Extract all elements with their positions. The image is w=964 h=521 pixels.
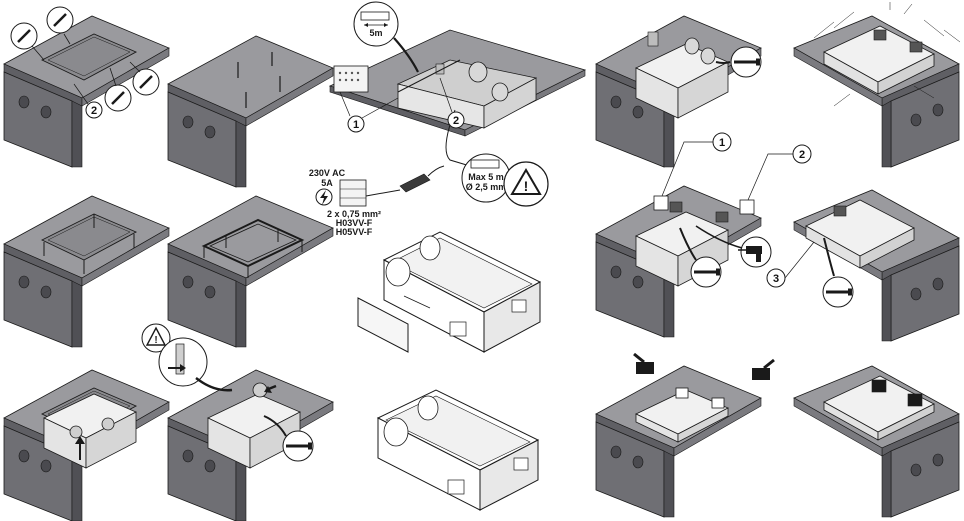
pencil-icon — [10, 22, 45, 61]
arrow-icon — [633, 352, 654, 374]
svg-text:3: 3 — [773, 273, 779, 285]
cable-spec-detail: Max 5 m Ø 2,5 mm — [461, 153, 511, 203]
svg-text:2: 2 — [453, 115, 459, 127]
front-cover — [357, 297, 409, 353]
warning-triangle-icon: ! — [141, 323, 171, 353]
svg-text:!: ! — [154, 335, 157, 346]
cable-length-detail: 5m — [353, 1, 419, 73]
panel-suspension-frame — [167, 195, 334, 348]
svg-text:2: 2 — [91, 105, 97, 117]
callout-1: 1 — [661, 132, 732, 197]
svg-text:Ø 2,5 mm: Ø 2,5 mm — [466, 182, 507, 192]
warning-triangle-icon: ! — [503, 161, 549, 207]
lightning-bolt-icon — [315, 188, 333, 206]
panel-connect-ducts: 1 2 — [595, 132, 812, 338]
panel-threaded-rods — [167, 35, 334, 188]
panel-ceiling-seal — [793, 2, 961, 168]
warning-detail: ! — [141, 323, 233, 392]
svg-text:1: 1 — [719, 137, 725, 149]
pencil-icon — [129, 61, 160, 96]
callout-2: 2 — [439, 77, 465, 129]
svg-text:2: 2 — [799, 149, 805, 161]
drill-icon — [695, 225, 772, 268]
panel-fix-unit — [167, 369, 334, 521]
panel-wiring-overview: 5m 1 2 Max 5 m Ø 2,5 mm ! — [309, 1, 587, 237]
svg-text:Max 5 m: Max 5 m — [468, 172, 504, 182]
svg-text:1: 1 — [353, 119, 359, 131]
screw-detail — [263, 415, 314, 462]
svg-text:230V AC: 230V AC — [309, 168, 346, 178]
pencil-icon — [46, 6, 74, 45]
panel-open-housing — [357, 231, 542, 353]
panel-final-installation — [793, 365, 960, 518]
svg-text:2 x 0,75 mm²: 2 x 0,75 mm² — [327, 209, 381, 219]
power-supply-detail: 230V AC 5A 2 x 0,75 mm² H03VV-F H05VV-F — [309, 165, 445, 237]
panel-insert-grilles — [595, 352, 775, 518]
svg-text:!: ! — [524, 178, 529, 194]
svg-text:H03VV-F: H03VV-F — [336, 218, 373, 228]
screw-detail — [822, 237, 854, 308]
arrow-icon — [752, 358, 775, 380]
svg-text:5A: 5A — [321, 178, 333, 188]
callout-1: 1 — [339, 91, 399, 133]
panel-mark-cutout: 2 — [3, 6, 170, 168]
panel-lift-unit — [3, 369, 170, 521]
svg-text:H05VV-F: H05VV-F — [336, 227, 373, 237]
callout-2: 2 — [73, 83, 103, 119]
arrow-icon — [264, 384, 277, 393]
panel-frame-rods — [3, 195, 170, 348]
screw-detail — [679, 227, 722, 288]
connector-plug — [365, 165, 445, 197]
panel-seal-flange: 3 — [766, 189, 960, 342]
pencil-icon — [104, 67, 132, 112]
panel-ducts-screw — [595, 15, 762, 168]
callout-3: 3 — [766, 241, 815, 288]
svg-text:5m: 5m — [369, 28, 382, 38]
callout-2: 2 — [747, 144, 812, 201]
arrow-icon — [75, 436, 85, 460]
control-panel — [333, 65, 369, 93]
panel-housing-interior — [376, 389, 540, 511]
